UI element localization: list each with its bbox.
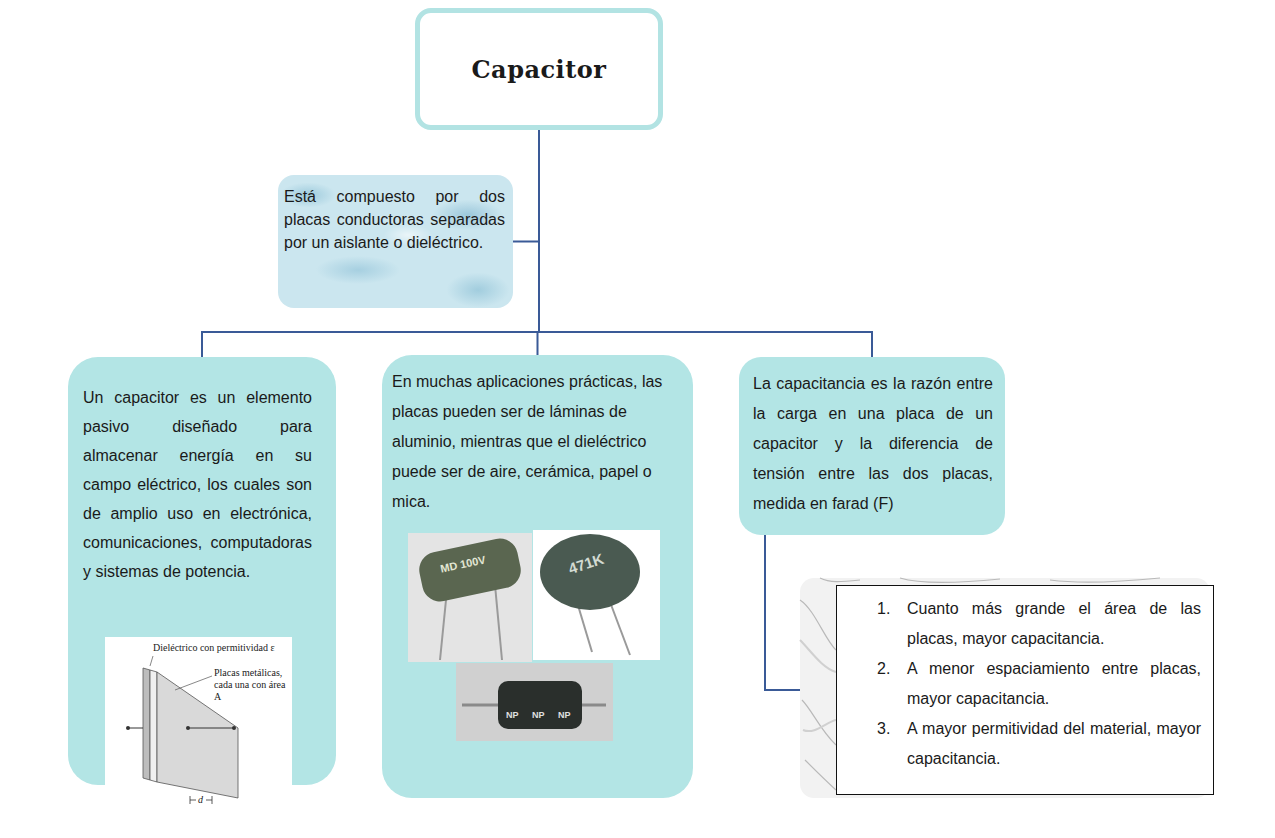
- dimension-line: [190, 800, 196, 801]
- list-number: 1.: [877, 594, 907, 654]
- body-text: En muchas aplicaciones prácticas, las pl…: [392, 367, 677, 517]
- capacitor-lead: [610, 602, 630, 655]
- body-text: Un capacitor es un elemento pasivo diseñ…: [83, 383, 312, 586]
- connector-line: [513, 130, 539, 242]
- text-wrap: En muchas aplicaciones prácticas, las pl…: [392, 367, 677, 517]
- list-text: A menor espaciamiento entre placas, mayo…: [907, 654, 1201, 714]
- text-wrap: Capacitor: [472, 55, 607, 84]
- leader-line: [150, 656, 153, 666]
- dimension-line: [206, 800, 212, 801]
- list-text: A mayor permitividad del material, mayor…: [907, 714, 1201, 774]
- capacitor-lead: [495, 585, 502, 660]
- figure-label: Placas metálicas, cada una con área A: [214, 667, 288, 703]
- figure-label: Dieléctrico con permitividad ε: [153, 642, 291, 654]
- parallel-plate-figure: [105, 637, 292, 805]
- part-marking: NP: [558, 710, 571, 720]
- photo-ground: [456, 663, 613, 741]
- concept-box: En muchas aplicaciones prácticas, las pl…: [382, 355, 693, 798]
- front-plate: [157, 672, 238, 798]
- connector-line: [538, 130, 540, 355]
- part-marking: NP: [532, 710, 545, 720]
- list-item: 3.A mayor permitividad del material, may…: [877, 714, 1201, 774]
- capacitor-body: [498, 681, 582, 729]
- list-item: 2.A menor espaciamiento entre placas, ma…: [877, 654, 1201, 714]
- list-text: Cuanto más grande el área de las placas,…: [907, 594, 1201, 654]
- marble-vein: [800, 640, 836, 731]
- list-item: 1.Cuanto más grande el área de las placa…: [877, 594, 1201, 654]
- body-text: Está compuesto por dos placas conductora…: [284, 185, 505, 254]
- concept-box: Está compuesto por dos placas conductora…: [278, 175, 513, 308]
- leader-line: [175, 676, 212, 690]
- back-plate: [143, 668, 150, 780]
- photo-ground: [533, 530, 660, 660]
- capacitor-lead: [462, 704, 606, 707]
- terminal-dot: [232, 726, 236, 730]
- lead-wire: [128, 728, 143, 729]
- figure-label: d: [198, 794, 208, 806]
- capacitor-lead: [577, 602, 592, 652]
- capacitor-body: [540, 534, 640, 610]
- connector-line: [765, 535, 836, 690]
- concept-box: La capacitancia es la razón entre la car…: [739, 357, 1005, 535]
- terminal-dot: [186, 726, 190, 730]
- part-marking: NP: [506, 710, 519, 720]
- figure-ground: [105, 637, 292, 805]
- connector-line: [539, 130, 872, 357]
- concept-box: Un capacitor es un elemento pasivo diseñ…: [68, 357, 336, 785]
- text-wrap: Está compuesto por dos placas conductora…: [284, 185, 505, 254]
- dielectric-layer: [150, 670, 157, 782]
- connector-line: [202, 130, 539, 357]
- title-text: Capacitor: [472, 55, 607, 84]
- text-wrap: La capacitancia es la razón entre la car…: [753, 369, 993, 519]
- list-number: 2.: [877, 654, 907, 714]
- dimension-tick: [190, 796, 191, 804]
- lead-wire: [188, 728, 234, 729]
- text-wrap: 1.Cuanto más grande el área de las placa…: [877, 594, 1201, 774]
- photo-ground: [408, 533, 532, 662]
- film-capacitor-photo: [408, 533, 532, 662]
- capacitor-body: [416, 535, 524, 605]
- title-box: Capacitor: [415, 8, 663, 130]
- list-number: 3.: [877, 714, 907, 774]
- terminal-dot: [126, 726, 130, 730]
- body-text: La capacitancia es la razón entre la car…: [753, 369, 993, 519]
- list-box: 1.Cuanto más grande el área de las placa…: [836, 585, 1214, 795]
- capacitor-lead: [440, 590, 447, 660]
- electrolytic-capacitor-photo: [456, 663, 613, 741]
- text-wrap: Un capacitor es un elemento pasivo diseñ…: [83, 383, 312, 586]
- ceramic-capacitor-photo: [533, 530, 660, 660]
- dimension-tick: [212, 796, 213, 804]
